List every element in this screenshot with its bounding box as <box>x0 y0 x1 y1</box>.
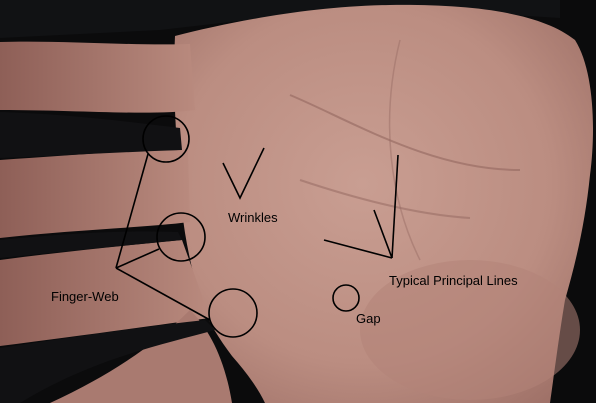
principal-lines-label: Typical Principal Lines <box>389 274 518 287</box>
middle-finger <box>0 150 190 238</box>
gap-label: Gap <box>356 312 381 325</box>
finger-web-label: Finger-Web <box>51 290 119 303</box>
wrinkles-label: Wrinkles <box>228 211 278 224</box>
index-finger <box>0 42 195 113</box>
